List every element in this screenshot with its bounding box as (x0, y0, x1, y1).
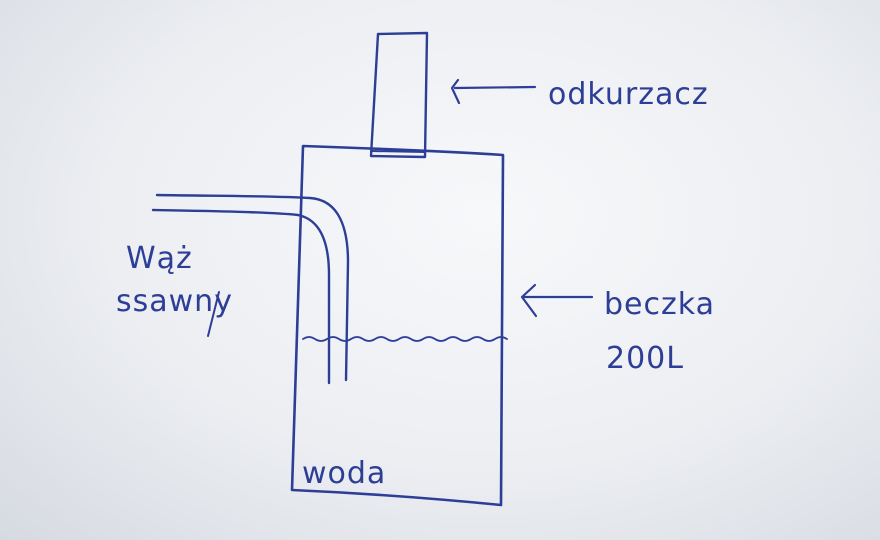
hose-outer-wall (155, 193, 350, 382)
water-surface (302, 336, 508, 342)
barrel-label: beczka (604, 287, 715, 322)
barrel-outline (290, 144, 505, 507)
hose-inner-wall (151, 208, 331, 385)
water-label: woda (302, 456, 386, 491)
vacuum-base-line (370, 150, 426, 153)
vacuum-body (369, 31, 429, 159)
hose-label-line1: Wąż (126, 241, 193, 276)
hose-label-descender (207, 291, 220, 337)
vacuum-arrow (450, 78, 537, 105)
barrel-capacity-label: 200L (606, 341, 684, 376)
vacuum-label: odkurzacz (548, 77, 709, 112)
hose-label-line2: ssawny (116, 284, 233, 319)
barrel-arrow (520, 283, 594, 318)
